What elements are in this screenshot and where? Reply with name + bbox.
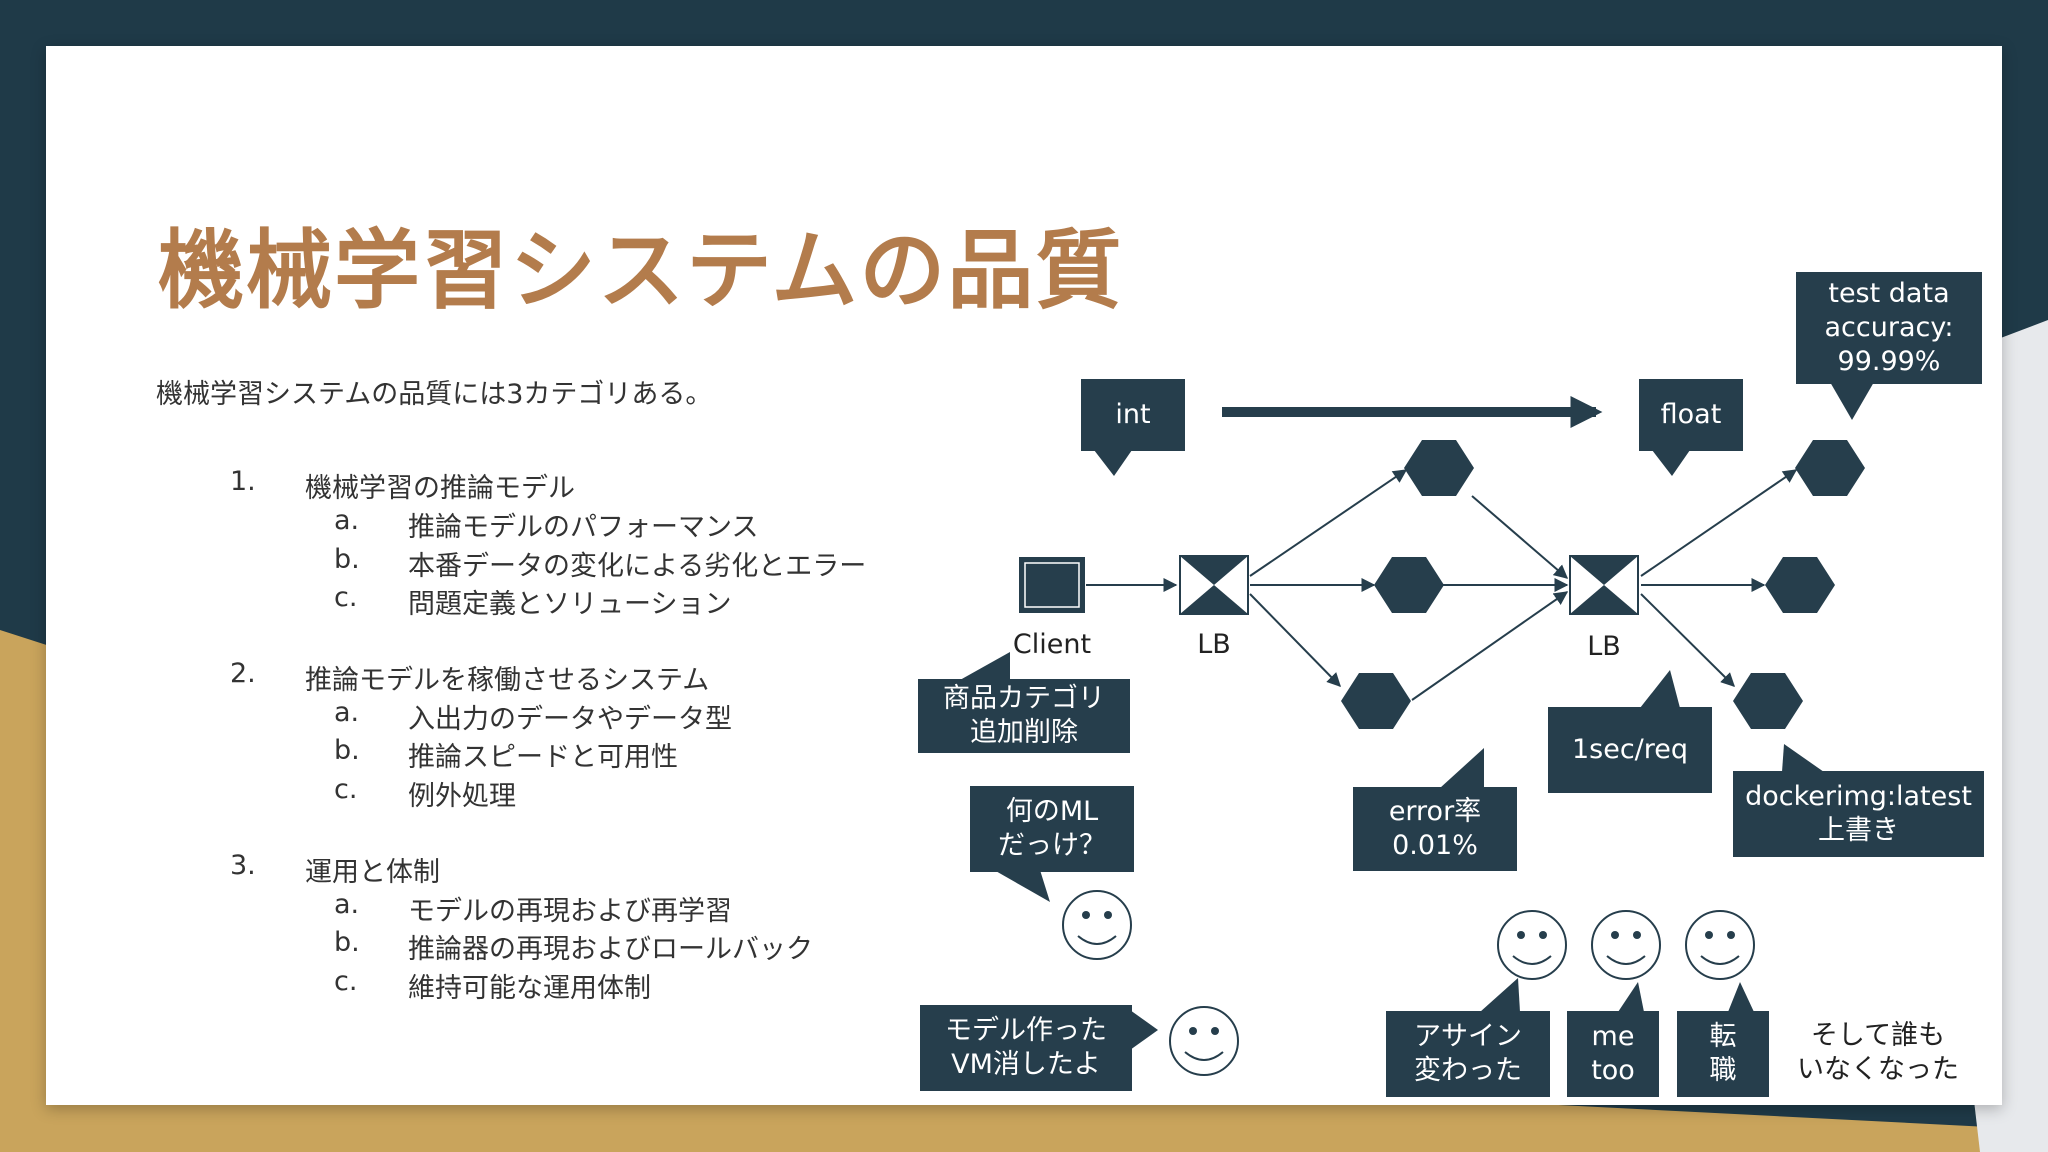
smiley-face-icon <box>1497 910 1567 980</box>
server-hexagon <box>1404 440 1474 496</box>
connector <box>1640 593 1735 687</box>
bubble-test-accuracy: test data accuracy: 99.99% <box>1796 272 1982 384</box>
server-hexagon <box>1733 673 1803 729</box>
connector <box>1249 469 1408 577</box>
item-mark: c. <box>334 582 358 613</box>
list-item: 問題定義とソリューション <box>408 589 732 620</box>
connector <box>1249 593 1341 688</box>
load-balancer-1 <box>1179 555 1249 615</box>
slide-title: 機械学習システムの品質 <box>158 221 1124 321</box>
server-hexagon <box>1795 440 1865 496</box>
bubble-job-change: 転 職 <box>1677 1011 1769 1097</box>
client-node <box>1019 557 1085 613</box>
item-mark: b. <box>334 927 360 958</box>
bubble-tail <box>1618 982 1644 1012</box>
bubble-docker-image: dockerimg:latest 上書き <box>1733 771 1984 857</box>
section-label: 機械学習の推論モデル <box>305 473 575 504</box>
item-mark: a. <box>334 889 360 920</box>
item-mark: a. <box>334 505 360 536</box>
item-mark: b. <box>334 735 360 766</box>
load-balancer-2 <box>1569 555 1639 615</box>
connector <box>1471 495 1569 579</box>
smiley-face-icon <box>1685 910 1755 980</box>
list-item: 維持可能な運用体制 <box>408 973 651 1004</box>
closing-text: そして誰も いなくなった <box>1797 1020 1959 1085</box>
connector <box>1640 469 1798 577</box>
lb-label: LB <box>1587 631 1621 662</box>
client-label: Client <box>1012 629 1092 660</box>
section-label: 推論モデルを稼働させるシステム <box>305 665 710 696</box>
smiley-face-icon <box>1062 890 1132 960</box>
bubble-tail <box>994 870 1050 902</box>
bubble-tail <box>1480 978 1520 1012</box>
server-hexagon <box>1341 673 1411 729</box>
bubble-tail <box>1652 450 1690 476</box>
list-item: 推論スピードと可用性 <box>408 742 678 773</box>
intro-text: 機械学習システムの品質には3カテゴリある。 <box>156 379 713 410</box>
lb-label: LB <box>1197 629 1231 660</box>
list-item: 推論器の再現およびロールバック <box>408 934 813 965</box>
bubble-tail <box>1782 744 1824 772</box>
bubble-vm-deleted: モデル作った VM消したよ <box>920 1005 1132 1091</box>
bubble-tail <box>1640 670 1680 708</box>
item-mark: c. <box>334 774 358 805</box>
bubble-tail <box>960 652 1010 680</box>
bubble-me-too: me too <box>1567 1011 1659 1097</box>
server-hexagon <box>1374 557 1444 613</box>
section-label: 運用と体制 <box>305 857 440 888</box>
bubble-tail <box>1830 382 1874 420</box>
bubble-which-ml: 何のML だっけ？ <box>970 786 1134 872</box>
bubble-tail <box>1130 1010 1158 1050</box>
connector <box>1411 591 1569 701</box>
bubble-int: int <box>1081 379 1185 451</box>
section-number: 3. <box>230 850 256 881</box>
server-hexagon <box>1765 557 1835 613</box>
list-item: 入出力のデータやデータ型 <box>408 704 732 735</box>
bubble-tail <box>1440 748 1484 788</box>
section-number: 1. <box>230 466 256 497</box>
bubble-error-rate: error率 0.01% <box>1353 787 1517 871</box>
list-item: モデルの再現および再学習 <box>408 896 732 927</box>
bubble-float: float <box>1639 379 1743 451</box>
bubble-category-change: 商品カテゴリ 追加削除 <box>918 679 1130 753</box>
bubble-tail <box>1094 450 1132 476</box>
list-item: 例外処理 <box>408 781 516 812</box>
bubble-rate: 1sec/req <box>1548 707 1712 793</box>
smiley-face-icon <box>1169 1006 1239 1076</box>
bubble-tail <box>1728 982 1754 1012</box>
list-item: 本番データの変化による劣化とエラー <box>408 551 867 582</box>
item-mark: a. <box>334 697 360 728</box>
smiley-face-icon <box>1591 910 1661 980</box>
item-mark: b. <box>334 544 360 575</box>
list-item: 推論モデルのパフォーマンス <box>408 512 759 543</box>
section-number: 2. <box>230 658 256 689</box>
bubble-assignment-changed: アサイン 変わった <box>1386 1011 1550 1097</box>
item-mark: c. <box>334 966 358 997</box>
